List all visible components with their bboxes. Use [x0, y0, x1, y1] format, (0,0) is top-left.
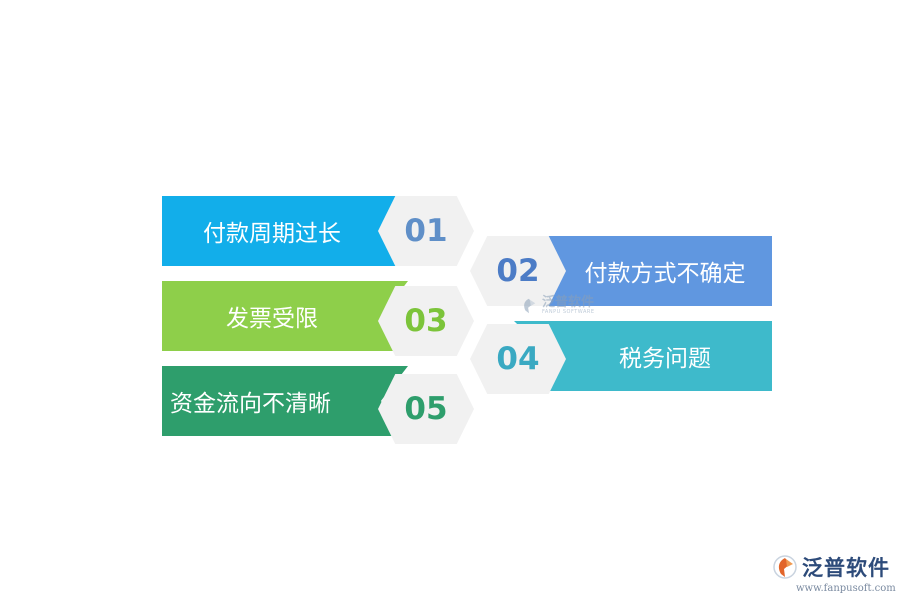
item-05-band: 资金流向不清晰: [162, 366, 408, 436]
item-01-number-badge: 01: [378, 196, 474, 266]
item-05-number-badge: 05: [378, 374, 474, 444]
item-03-label: 发票受限: [226, 306, 318, 332]
brand-logo-url: www.fanpusoft.com: [796, 583, 896, 594]
brand-logo: 泛普软件 www.fanpusoft.com: [772, 552, 896, 594]
item-02-number-badge: 02: [470, 236, 566, 306]
item-05-label: 资金流向不清晰: [170, 391, 331, 417]
item-04-number-badge: 04: [470, 324, 566, 394]
item-03-band: 发票受限: [162, 281, 408, 351]
item-01-label: 付款周期过长: [203, 221, 341, 247]
watermark-subtext: FANPU SOFTWARE: [542, 309, 595, 315]
item-04-number: 04: [496, 341, 540, 377]
item-02-label: 付款方式不确定: [584, 261, 746, 287]
brand-logo-icon: [773, 555, 797, 579]
brand-logo-text: 泛普软件: [802, 556, 890, 580]
item-01-band: 付款周期过长: [162, 196, 408, 266]
item-01-number: 01: [404, 213, 448, 249]
watermark-logo-icon: [524, 298, 536, 313]
item-03-number-badge: 03: [378, 286, 474, 356]
watermark-text: 泛普软件: [542, 295, 595, 310]
item-02-number: 02: [496, 253, 540, 289]
item-05-number: 05: [404, 391, 448, 427]
item-04-label: 税务问题: [619, 346, 711, 372]
watermark: 泛普软件 FANPU SOFTWARE: [520, 296, 595, 315]
item-03-number: 03: [404, 303, 448, 339]
